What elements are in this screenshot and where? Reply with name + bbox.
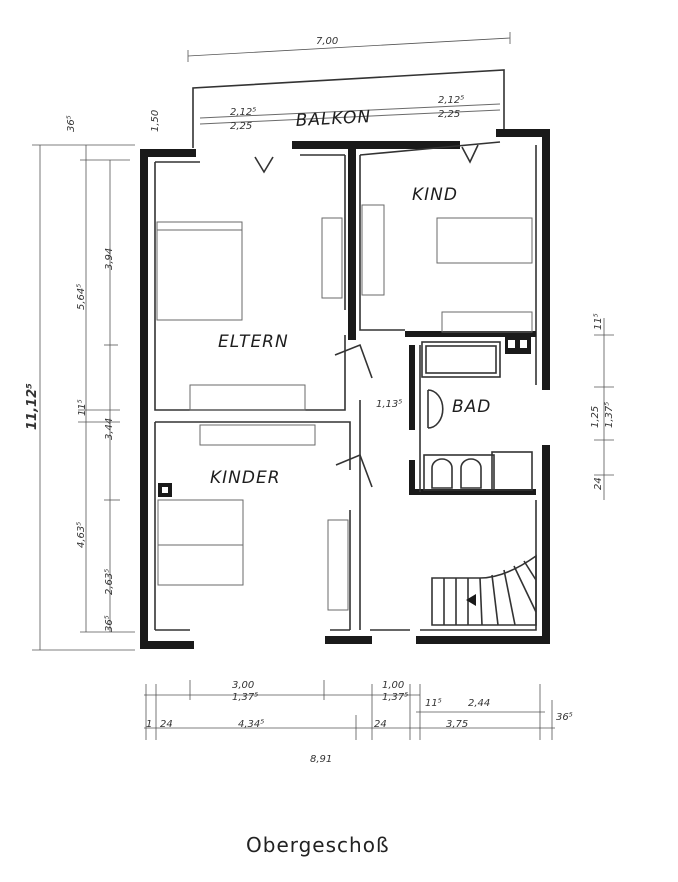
dim-chain-left: 36⁵ 11,12⁵ 5,64⁵ 3,94 11⁵ 3,44 4,63⁵ 2,6…	[25, 115, 135, 651]
dim-top-total: 7,00	[316, 36, 338, 47]
staircase	[431, 554, 537, 626]
dim-left-upper-part: 5,64⁵	[76, 284, 87, 310]
dim-bottom-wall-d: 36⁵	[556, 712, 573, 723]
dim-left-lower-part: 4,63⁵	[76, 522, 87, 548]
room-label-kind: KIND	[412, 185, 458, 205]
dim-balcony-right-lower: 2,25	[438, 109, 460, 120]
dim-corridor-width: 1,13⁵	[376, 399, 402, 410]
dim-bottom-wall-b: 11⁵	[425, 698, 442, 709]
dim-bottom-edge: 1	[146, 719, 152, 730]
room-label-balkon: BALKON	[295, 107, 372, 131]
dim-left-lower-inner: 3,44	[104, 418, 115, 440]
dim-line-top: 7,00	[187, 32, 511, 62]
dim-bottom-b-lower: 1,37⁵	[382, 692, 408, 703]
page-title: Obergeschoß	[246, 833, 390, 857]
dim-left-wall: 11⁵	[77, 399, 88, 416]
dim-bottom-total: 8,91	[310, 754, 332, 765]
dim-right-bottom: 24	[593, 477, 604, 490]
dim-balcony-left-lower: 2,25	[230, 121, 252, 132]
room-label-eltern: ELTERN	[218, 332, 289, 352]
furniture	[156, 204, 533, 611]
dim-right-top: 11⁵	[593, 313, 604, 330]
dim-bottom-wall-a: 24	[160, 719, 173, 730]
dim-balcony-depth: 1,50	[150, 110, 161, 132]
dim-left-lower-small: 2,63⁵	[104, 569, 115, 595]
dim-chain-right: 11⁵ 1,25 1,37⁵ 24	[590, 313, 615, 500]
dim-bottom-b-upper: 1,00	[382, 680, 404, 691]
balcony: BALKON 2,12⁵ 2,25 2,12⁵ 2,25 1,50	[150, 69, 505, 148]
dim-chain-bottom: 3,00 1,37⁵ 1,00 1,37⁵ 11⁵ 2,44 1 24 4,34…	[144, 680, 573, 765]
doors	[254, 144, 479, 488]
dim-bottom-total-left: 4,34⁵	[238, 719, 264, 730]
dim-bottom-c-lower: 3,75	[446, 719, 468, 730]
dim-bottom-a-lower: 1,37⁵	[232, 692, 258, 703]
dim-right-mid-b: 1,37⁵	[604, 402, 615, 428]
inner-walls	[154, 141, 537, 631]
dim-balcony-left-upper: 2,12⁵	[230, 107, 256, 118]
dim-balcony-right-upper: 2,12⁵	[438, 95, 464, 106]
dim-left-wall-top: 36⁵	[66, 115, 77, 132]
room-label-bad: BAD	[452, 397, 491, 417]
dim-bottom-a-upper: 3,00	[232, 680, 254, 691]
dim-left-total: 11,12⁵	[25, 383, 40, 430]
dim-left-wall-bottom: 36⁵	[104, 615, 115, 632]
dim-left-upper-inner: 3,94	[104, 248, 115, 270]
dim-bottom-wall-c: 24	[374, 719, 387, 730]
dim-bottom-c-upper: 2,44	[468, 698, 490, 709]
dim-right-mid-a: 1,25	[590, 406, 601, 428]
room-label-kinder: KINDER	[210, 468, 281, 488]
outer-walls	[140, 129, 550, 649]
